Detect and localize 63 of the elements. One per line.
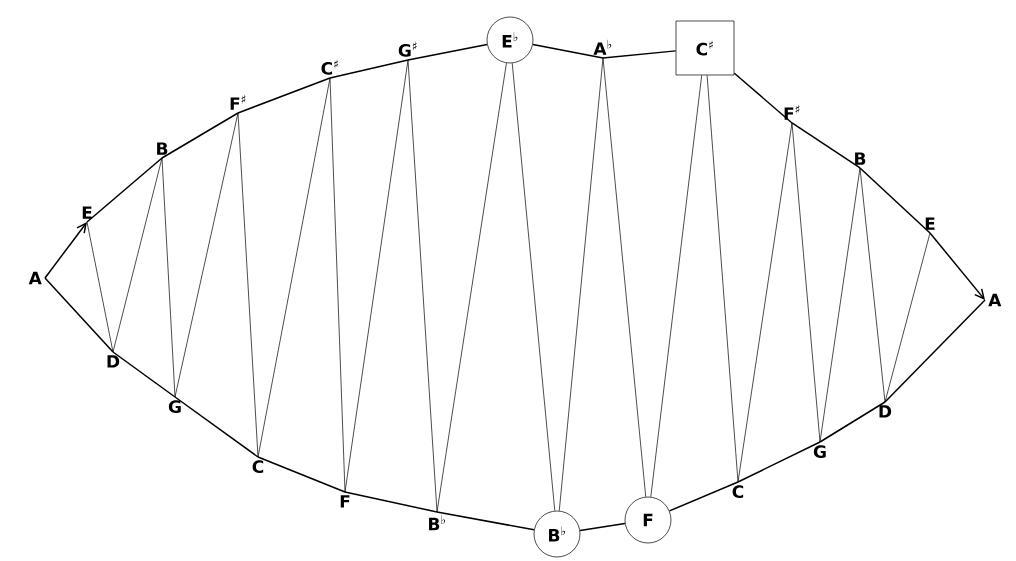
line [819, 167, 861, 443]
note-label: B [855, 152, 866, 165]
line [737, 122, 793, 483]
note-label: E [82, 206, 92, 219]
line [511, 62, 556, 512]
curve-segment [791, 122, 861, 169]
arrow [929, 232, 985, 300]
line [650, 75, 703, 498]
curve-segment [329, 59, 409, 79]
curve-segment [407, 43, 488, 61]
note-label: C [732, 485, 744, 499]
note-label: F$^{♯}$ [230, 94, 246, 110]
line [237, 112, 259, 458]
curve-segment [737, 441, 821, 483]
note-label: C [252, 460, 264, 474]
arrow [44, 222, 87, 279]
circled-note-label: B$^{♭}$ [533, 510, 581, 558]
note-label: E [925, 217, 935, 230]
line [344, 59, 409, 493]
curve-segment [86, 157, 163, 223]
line [329, 77, 346, 493]
note-label: G [168, 400, 181, 414]
curve-segment [532, 43, 604, 59]
note-label: A [28, 271, 42, 285]
line [436, 62, 507, 513]
line [407, 59, 438, 513]
line [86, 221, 114, 353]
curve-segment [819, 401, 886, 443]
note-label: C$^{♯}$ [321, 59, 338, 75]
curve-segment [112, 351, 176, 398]
line [859, 167, 886, 403]
curve-segment [344, 491, 438, 513]
curve-segment [602, 50, 677, 59]
line [161, 157, 176, 398]
curve-segment [436, 511, 535, 531]
curve-segment [257, 456, 346, 493]
note-label: G$^{♯}$ [398, 41, 417, 57]
line [791, 122, 821, 443]
boxed-note-label: C$^{♯}$ [675, 20, 735, 76]
line [884, 232, 931, 403]
note-label: D [879, 405, 892, 418]
curve-segment [237, 77, 331, 114]
circled-note-label: E$^{♭}$ [486, 16, 534, 64]
curve-segment [579, 522, 626, 532]
line [602, 57, 647, 498]
curve-segment [733, 72, 793, 124]
note-label: D [107, 355, 120, 368]
note-label: F$^{♯}$ [784, 104, 800, 120]
curve-segment [161, 112, 239, 159]
note-label: B [157, 142, 168, 155]
curve-segment [884, 299, 986, 403]
curve-segment [668, 481, 739, 512]
curve-segment [44, 277, 114, 353]
note-label: A [988, 293, 1002, 307]
note-label: B$^{♭}$ [429, 515, 446, 531]
note-label: F [340, 495, 350, 508]
note-label: G [813, 445, 826, 459]
curve-segment [859, 167, 931, 234]
curve-segment [174, 396, 259, 458]
line [558, 57, 604, 512]
circled-note-label: F [624, 496, 672, 544]
line [706, 75, 739, 483]
note-label: A$^{♭}$ [593, 39, 612, 55]
